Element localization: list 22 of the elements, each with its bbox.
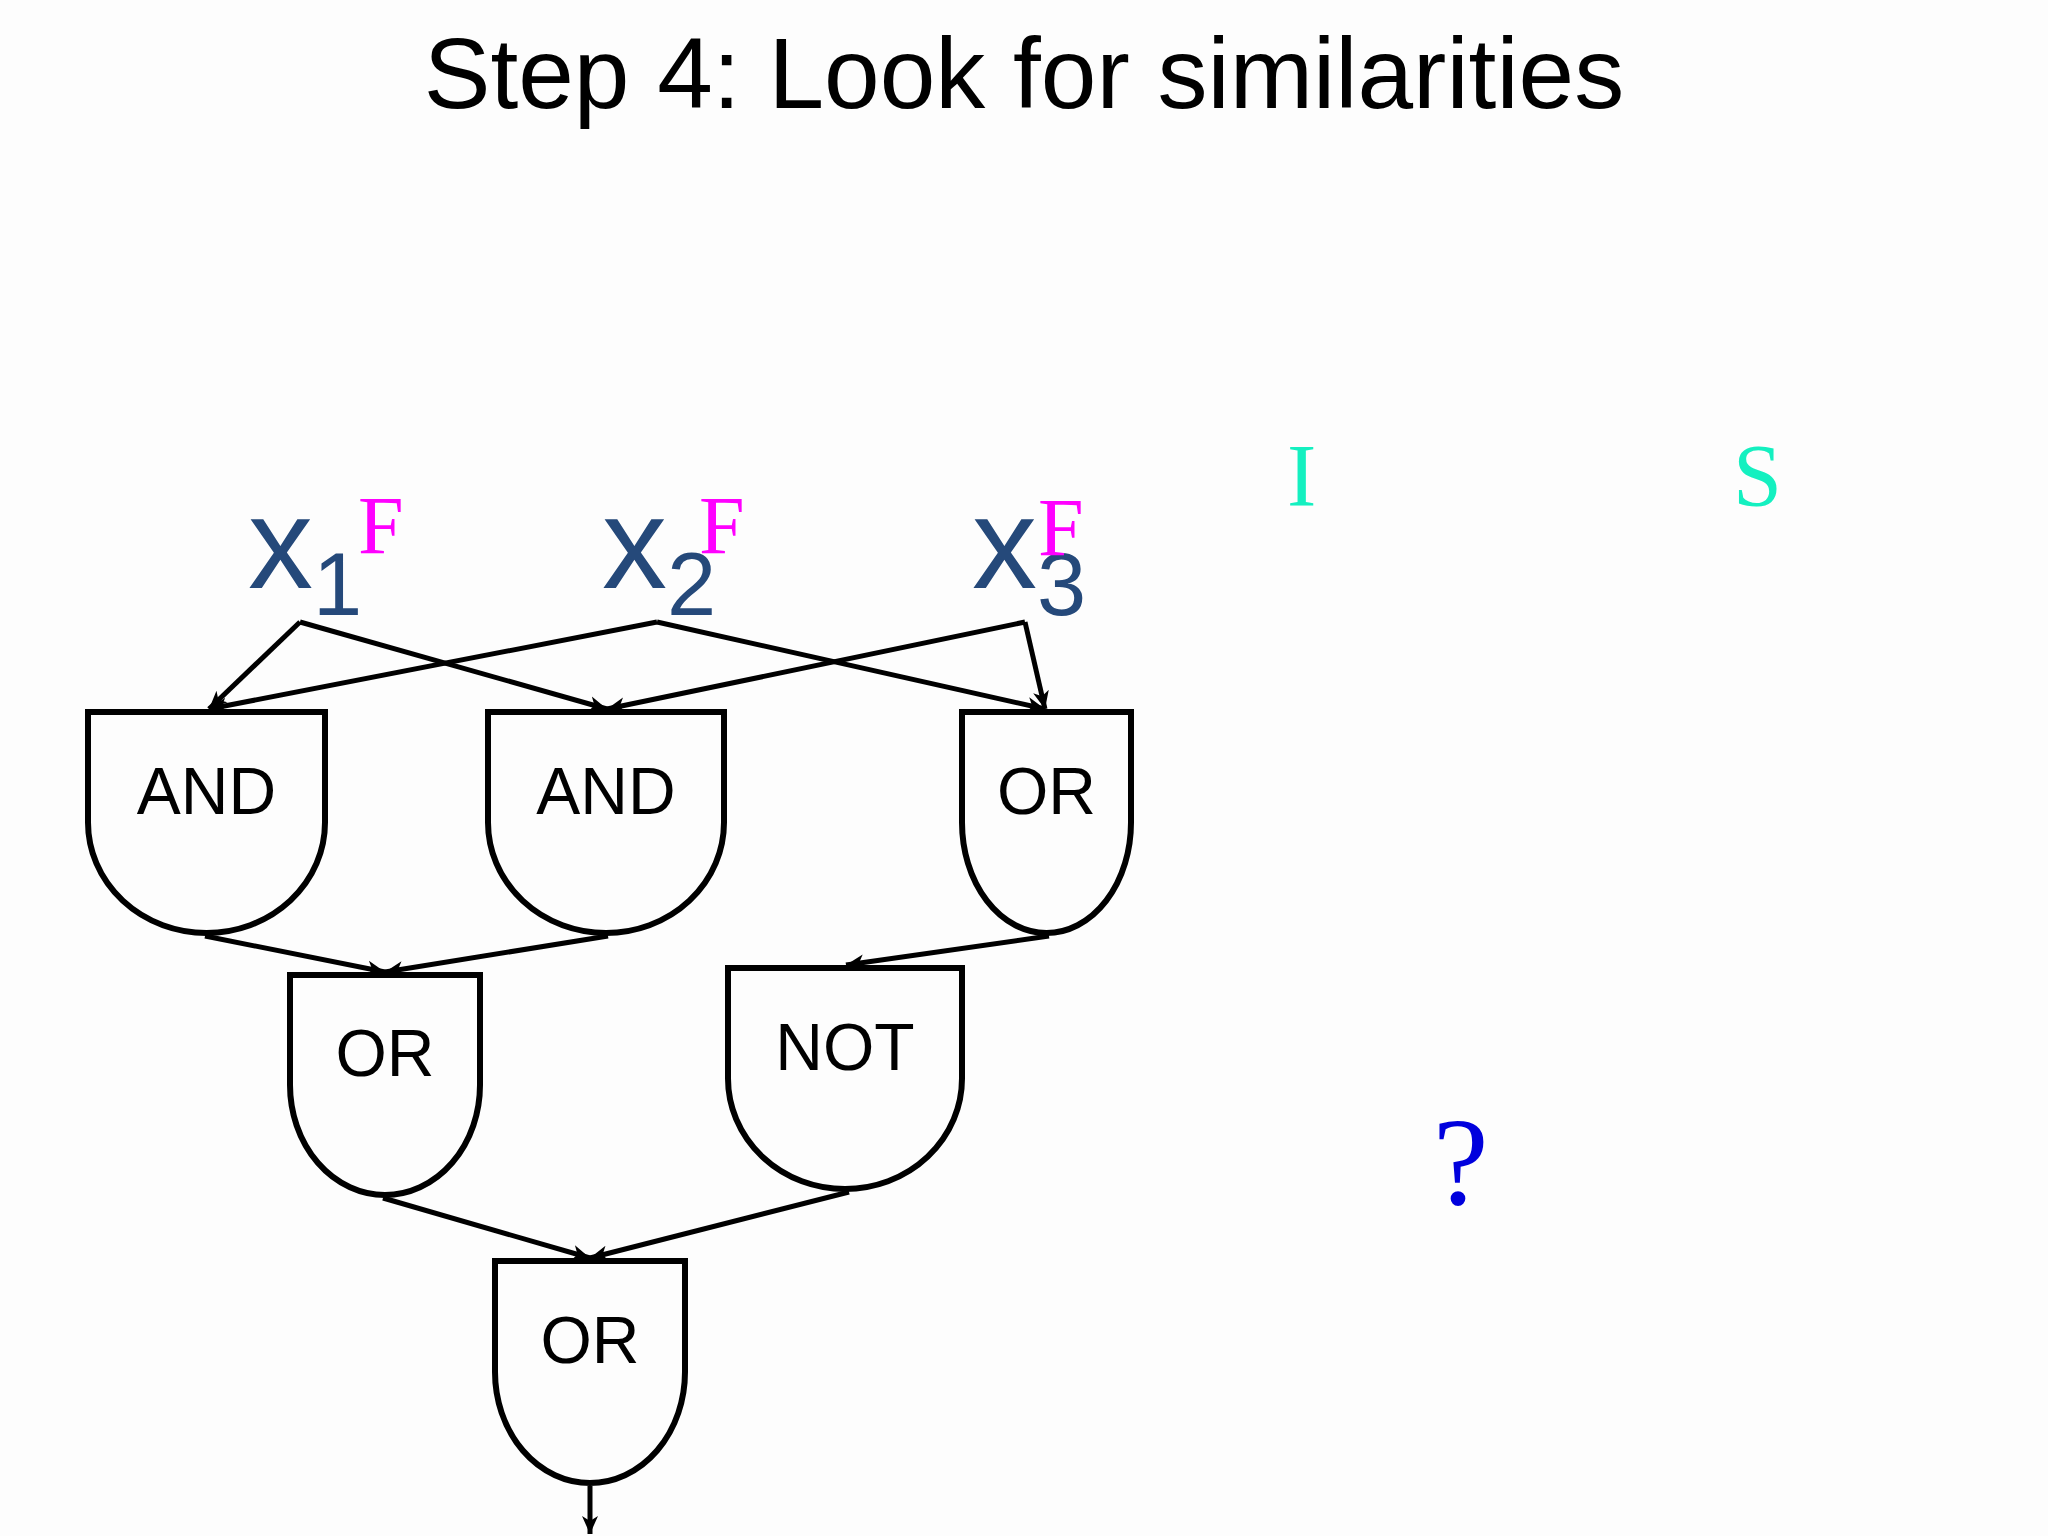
gate-label: OR bbox=[996, 757, 1097, 824]
arrow bbox=[299, 619, 608, 712]
logic-gate bbox=[959, 709, 1134, 936]
logic-gate bbox=[725, 965, 965, 1192]
letter-label: I bbox=[1287, 432, 1317, 520]
letter-label: S bbox=[1733, 432, 1782, 520]
question-mark: ? bbox=[1433, 1100, 1489, 1225]
arrow bbox=[207, 620, 302, 711]
arrow bbox=[382, 1195, 591, 1261]
gate-label: AND bbox=[135, 757, 278, 824]
arrow bbox=[582, 1486, 598, 1534]
gate-label: OR bbox=[334, 1020, 436, 1087]
gate-label: AND bbox=[535, 757, 677, 824]
gate-label: OR bbox=[539, 1307, 641, 1374]
slide-title: Step 4: Look for similarities bbox=[422, 18, 1626, 128]
gate-label: NOT bbox=[774, 1013, 916, 1080]
logic-gate bbox=[287, 972, 483, 1198]
arrow bbox=[1022, 621, 1049, 710]
truth-value-label: F bbox=[358, 485, 404, 567]
logic-gate bbox=[492, 1258, 688, 1486]
logic-gate bbox=[485, 709, 727, 936]
logic-gate bbox=[85, 709, 328, 936]
